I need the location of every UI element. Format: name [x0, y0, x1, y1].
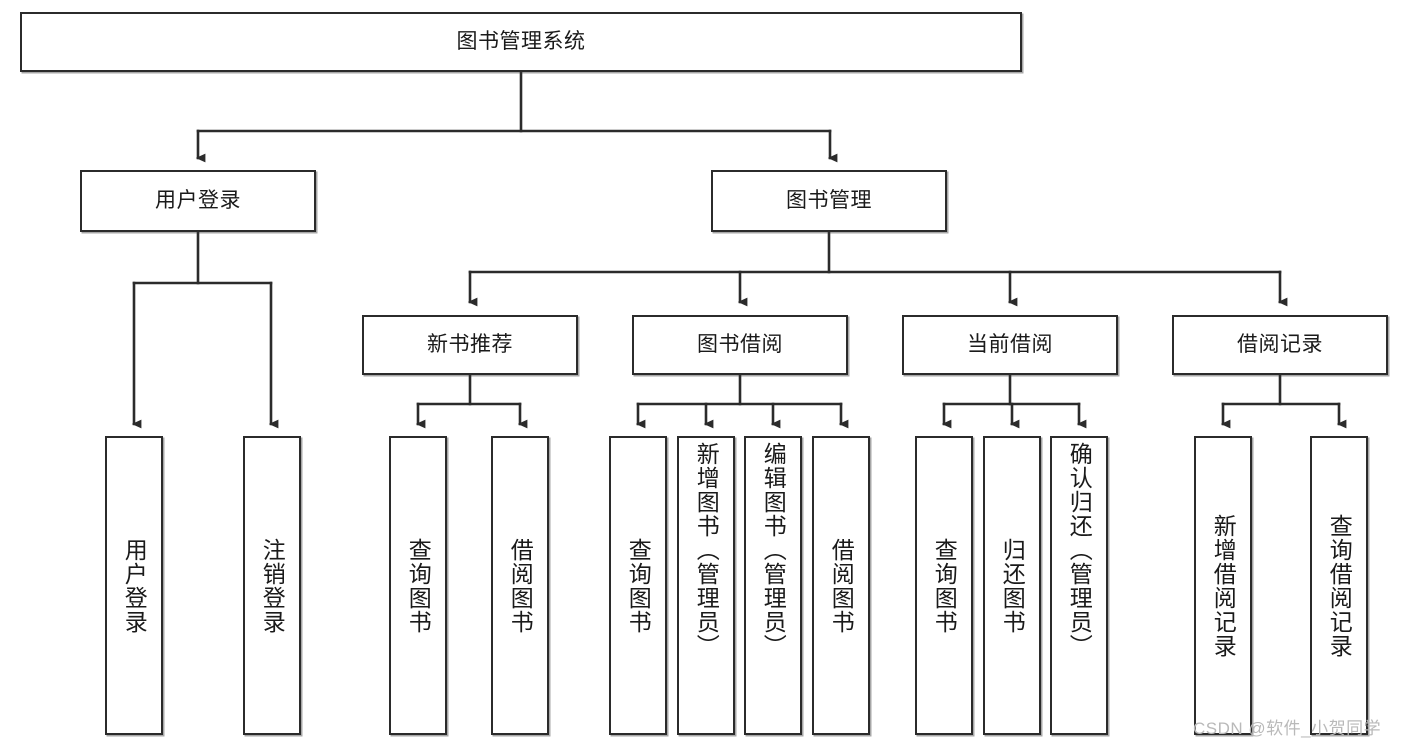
- node-current-borrow-label: 当前借阅: [967, 333, 1053, 357]
- node-book-borrow-label: 图书借阅: [697, 333, 783, 357]
- node-new-book-rec-label: 新书推荐: [427, 333, 513, 357]
- node-leaf-query-book-3-label: 查询图书: [931, 537, 958, 634]
- node-leaf-add-book-label: 新增图书（管理员）: [693, 442, 720, 658]
- node-new-book-rec[interactable]: 新书推荐: [362, 315, 578, 375]
- node-leaf-logout-label: 注销登录: [259, 537, 286, 634]
- node-leaf-query-book-2-label: 查询图书: [625, 537, 652, 634]
- node-book-manage-label: 图书管理: [786, 189, 872, 213]
- node-root[interactable]: 图书管理系统: [20, 12, 1022, 72]
- node-leaf-edit-book-label: 编辑图书（管理员）: [760, 442, 787, 658]
- node-book-manage[interactable]: 图书管理: [711, 170, 947, 232]
- node-leaf-borrow-book-2[interactable]: 借阅图书: [812, 436, 870, 735]
- node-leaf-add-book[interactable]: 新增图书（管理员）: [677, 436, 735, 735]
- node-leaf-query-record-label: 查询借阅记录: [1326, 513, 1353, 658]
- node-leaf-borrow-book-1-label: 借阅图书: [507, 537, 534, 634]
- node-leaf-return-book-label: 归还图书: [999, 537, 1026, 634]
- node-leaf-user-login-label: 用户登录: [121, 537, 148, 634]
- node-current-borrow[interactable]: 当前借阅: [902, 315, 1118, 375]
- node-leaf-user-login[interactable]: 用户登录: [105, 436, 163, 735]
- node-book-borrow[interactable]: 图书借阅: [632, 315, 848, 375]
- node-leaf-query-book-1-label: 查询图书: [405, 537, 432, 634]
- node-leaf-edit-book[interactable]: 编辑图书（管理员）: [744, 436, 802, 735]
- node-leaf-query-record[interactable]: 查询借阅记录: [1310, 436, 1368, 735]
- node-leaf-confirm-return-label: 确认归还（管理员）: [1066, 442, 1093, 658]
- node-leaf-query-book-3[interactable]: 查询图书: [915, 436, 973, 735]
- node-leaf-confirm-return[interactable]: 确认归还（管理员）: [1050, 436, 1108, 735]
- node-borrow-record[interactable]: 借阅记录: [1172, 315, 1388, 375]
- node-leaf-borrow-book-1[interactable]: 借阅图书: [491, 436, 549, 735]
- node-leaf-query-book-2[interactable]: 查询图书: [609, 436, 667, 735]
- node-leaf-add-record-label: 新增借阅记录: [1210, 513, 1237, 658]
- node-borrow-record-label: 借阅记录: [1237, 333, 1323, 357]
- csdn-watermark: CSDN @软件_小贺同学: [1193, 719, 1382, 738]
- node-leaf-add-record[interactable]: 新增借阅记录: [1194, 436, 1252, 735]
- node-leaf-logout[interactable]: 注销登录: [243, 436, 301, 735]
- node-leaf-return-book[interactable]: 归还图书: [983, 436, 1041, 735]
- node-leaf-borrow-book-2-label: 借阅图书: [828, 537, 855, 634]
- node-root-label: 图书管理系统: [456, 30, 586, 54]
- node-user-login[interactable]: 用户登录: [80, 170, 316, 232]
- node-leaf-query-book-1[interactable]: 查询图书: [389, 436, 447, 735]
- node-user-login-label: 用户登录: [155, 189, 241, 213]
